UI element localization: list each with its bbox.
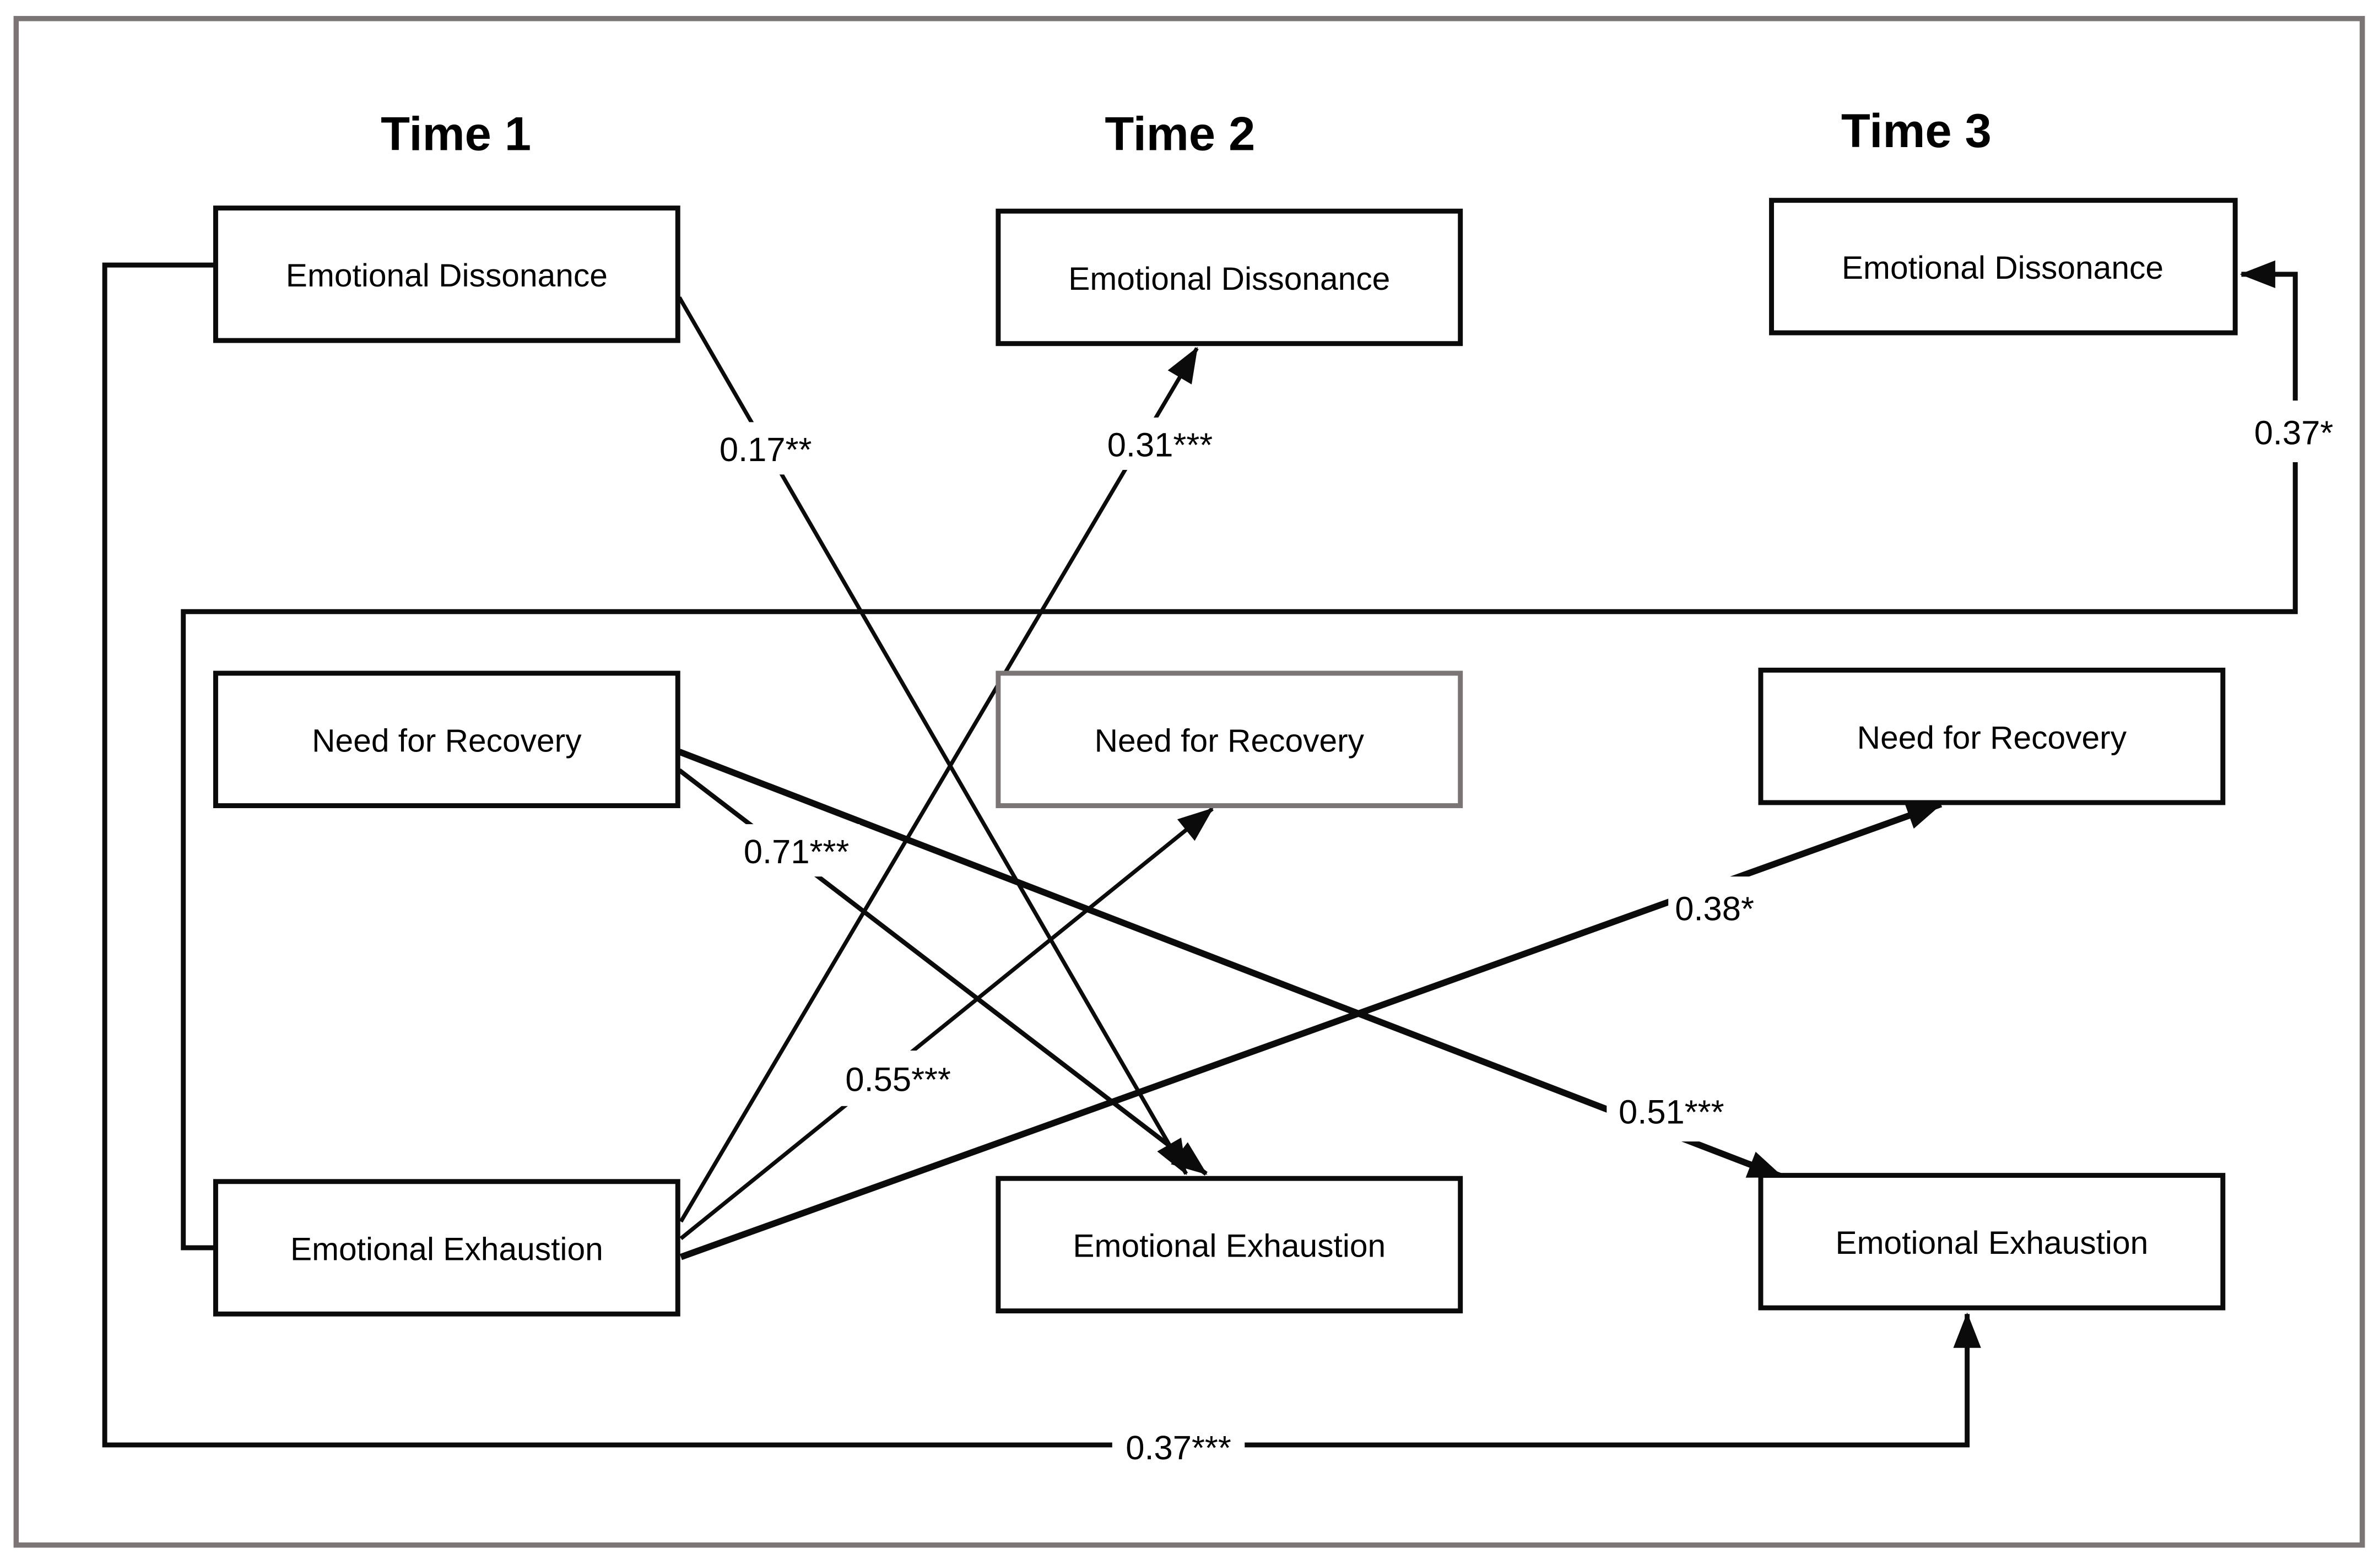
coefficient-text: 0.37* bbox=[2254, 414, 2334, 452]
coefficient-text: 0.51*** bbox=[1619, 1093, 1724, 1131]
arrow-ee1-to-nfr2 bbox=[679, 807, 1214, 1241]
coefficient-ee1-ed2: 0.31*** bbox=[1096, 417, 1224, 470]
box-need-for-recovery-t1: Need for Recovery bbox=[213, 670, 680, 809]
figure-border bbox=[13, 15, 2365, 1548]
box-emotional-exhaustion-t2: Emotional Exhaustion bbox=[996, 1176, 1463, 1314]
column-header-time2: Time 2 bbox=[1105, 107, 1255, 160]
coefficient-text: 0.17** bbox=[720, 431, 812, 469]
box-border bbox=[213, 670, 680, 809]
coefficient-ed1-ee2: 0.17** bbox=[711, 422, 820, 475]
box-label: Emotional Dissonance bbox=[1068, 261, 1390, 297]
box-border bbox=[213, 1179, 680, 1317]
label-bg bbox=[1606, 1082, 1737, 1142]
box-label: Emotional Exhaustion bbox=[1073, 1228, 1386, 1264]
column-header-time1: Time 1 bbox=[381, 107, 531, 160]
coefficient-ee1-nfr3: 0.38* bbox=[1668, 876, 1761, 938]
label-bg bbox=[2249, 400, 2339, 462]
coefficient-text: 0.55*** bbox=[845, 1061, 951, 1099]
box-border bbox=[1758, 1173, 2226, 1311]
column-header-time3: Time 3 bbox=[1841, 105, 1992, 158]
coefficient-labels: 0.17** 0.31*** 0.71*** 0.55*** 0.38* 0.5… bbox=[711, 400, 2339, 1473]
arrow-ed1-to-ee3 bbox=[102, 262, 1981, 1448]
box-border bbox=[996, 208, 1463, 347]
box-need-for-recovery-t2: Need for Recovery bbox=[996, 670, 1463, 809]
arrow-ee1-to-ed2 bbox=[679, 347, 1199, 1223]
coefficient-text: 0.71*** bbox=[744, 833, 850, 871]
label-bg bbox=[1096, 417, 1224, 470]
label-bg bbox=[1112, 1420, 1245, 1473]
coefficient-nfr1-ee2: 0.71*** bbox=[733, 824, 860, 877]
box-label: Emotional Dissonance bbox=[286, 258, 608, 294]
box-need-for-recovery-t3: Need for Recovery bbox=[1758, 668, 2226, 805]
box-emotional-dissonance-t2: Emotional Dissonance bbox=[996, 208, 1463, 347]
coefficient-ed1-ee3: 0.37*** bbox=[1112, 1420, 1245, 1473]
box-label: Need for Recovery bbox=[1857, 720, 2127, 756]
label-bg bbox=[711, 422, 820, 475]
arrow-nfr1-to-ee3 bbox=[678, 749, 1784, 1180]
box-border bbox=[1758, 668, 2226, 805]
box-emotional-dissonance-t3: Emotional Dissonance bbox=[1769, 198, 2238, 335]
label-bg bbox=[1668, 876, 1761, 938]
box-emotional-exhaustion-t3: Emotional Exhaustion bbox=[1758, 1173, 2226, 1311]
coefficient-text: 0.31*** bbox=[1107, 426, 1213, 464]
box-border-gray bbox=[996, 670, 1463, 809]
label-bg bbox=[835, 1051, 961, 1106]
box-label: Emotional Exhaustion bbox=[290, 1231, 603, 1267]
box-label: Emotional Dissonance bbox=[1842, 250, 2163, 286]
box-border bbox=[213, 205, 680, 343]
coefficient-text: 0.37*** bbox=[1126, 1429, 1231, 1467]
box-emotional-exhaustion-t1: Emotional Exhaustion bbox=[213, 1179, 680, 1317]
coefficient-ee1-nfr2: 0.55*** bbox=[835, 1051, 961, 1106]
coefficient-nfr1-ee3: 0.51*** bbox=[1606, 1082, 1737, 1142]
box-border bbox=[996, 1176, 1463, 1314]
box-label: Emotional Exhaustion bbox=[1835, 1225, 2148, 1261]
coefficient-ee1-ed3: 0.37* bbox=[2249, 400, 2339, 462]
variable-boxes: Emotional Dissonance Emotional Dissonanc… bbox=[213, 198, 2238, 1317]
box-border bbox=[1769, 198, 2238, 335]
box-emotional-dissonance-t1: Emotional Dissonance bbox=[213, 205, 680, 343]
coefficient-text: 0.38* bbox=[1675, 890, 1754, 928]
arrow-ee1-to-ed3 bbox=[181, 260, 2298, 1251]
label-bg bbox=[733, 824, 860, 877]
box-label: Need for Recovery bbox=[1095, 723, 1365, 759]
box-label: Need for Recovery bbox=[312, 723, 582, 759]
